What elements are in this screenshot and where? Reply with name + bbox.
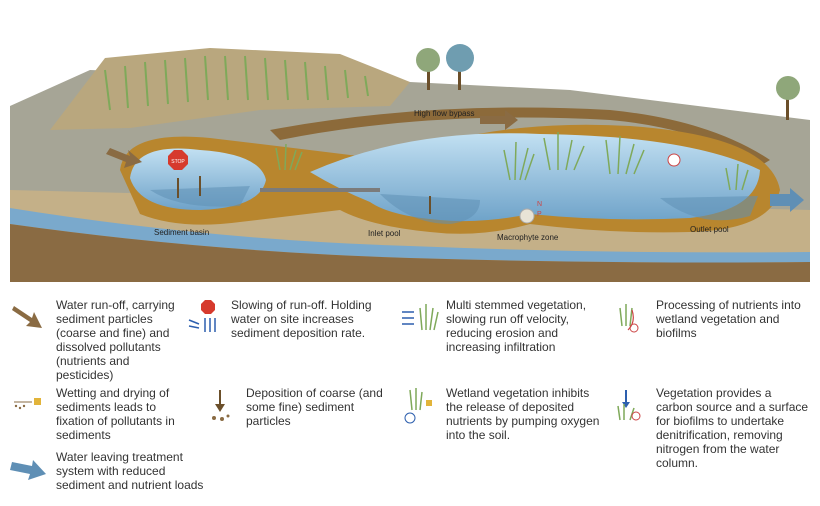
bypass-arrow: [480, 110, 518, 130]
legend-deposition-text: Deposition of coarse (and some fine) sed…: [246, 386, 383, 428]
wetting-drying-icon: [14, 398, 41, 410]
subsoil: [10, 224, 810, 282]
legend-processing-text: Processing of nutrients into wetland veg…: [656, 298, 801, 340]
stop-flow-icon: [188, 300, 216, 332]
legend-carbon: Vegetation provides a carbon source and …: [610, 386, 810, 470]
legend-slowing-text: Slowing of run-off. Holding water on sit…: [231, 298, 372, 340]
high-flow-bypass-label: High flow bypass: [414, 109, 474, 118]
stop-sign-text: STOP: [171, 159, 185, 165]
blue-arrow-icon: [10, 460, 46, 480]
legend-vegetation: Multi stemmed vegetation, slowing run of…: [400, 298, 605, 354]
legend-wetting-text: Wetting and drying of sediments leads to…: [56, 386, 175, 442]
legend-inhibit-text: Wetland vegetation inhibits the release …: [446, 386, 600, 442]
oxygen-marker: [519, 208, 535, 224]
crop-rows: [104, 55, 369, 111]
deposition-icon: [212, 390, 230, 421]
stop-sign: STOP: [168, 150, 188, 170]
oxygen-pump-icon: [404, 388, 432, 424]
trees: [416, 44, 800, 120]
legend-slowing: Slowing of run-off. Holding water on sit…: [185, 298, 395, 340]
brown-arrow-icon: [12, 306, 42, 328]
carbon-source-icon: [617, 390, 641, 421]
wetland-vegetation: [275, 132, 749, 191]
legend-leaving-text: Water leaving treatment system with redu…: [56, 450, 204, 492]
legend-leaving: Water leaving treatment system with redu…: [10, 450, 210, 492]
outflow-arrow: [770, 188, 804, 212]
p-marker: P: [537, 211, 542, 218]
legend-inhibit: Wetland vegetation inhibits the release …: [400, 386, 605, 442]
sediment-basin-label: Sediment basin: [154, 228, 209, 237]
macrophyte-zone-label: Macrophyte zone: [497, 233, 559, 242]
deposition-arrows: [177, 176, 431, 214]
inlet-pool-label: Inlet pool: [368, 229, 401, 238]
legend-runoff: Water run-off, carrying sediment particl…: [10, 298, 190, 382]
connector-pipe: [260, 188, 380, 192]
inflow-arrow: [106, 148, 142, 168]
n-marker: N: [537, 201, 542, 208]
legend-processing: Processing of nutrients into wetland veg…: [610, 298, 810, 340]
wetland-cross-section: High flow bypass STOP: [10, 44, 810, 282]
outlet-pool-label: Outlet pool: [690, 225, 729, 234]
crop-hill: [50, 48, 410, 130]
nutrient-processing-icon: [619, 304, 639, 333]
sediment-basin-depth: [150, 186, 250, 207]
legend-deposition: Deposition of coarse (and some fine) sed…: [200, 386, 390, 428]
bypass-channel: [270, 107, 770, 166]
nutrient-processing-marker: [667, 153, 681, 167]
legend-wetting: Wetting and drying of sediments leads to…: [10, 386, 190, 442]
legend-carbon-text: Vegetation provides a carbon source and …: [656, 386, 809, 470]
stemmed-vegetation-icon: [402, 304, 439, 331]
legend-runoff-text: Water run-off, carrying sediment particl…: [56, 298, 175, 382]
outlet-pool-depth: [660, 196, 758, 221]
creek: [10, 208, 810, 263]
legend-vegetation-text: Multi stemmed vegetation, slowing run of…: [446, 298, 587, 354]
